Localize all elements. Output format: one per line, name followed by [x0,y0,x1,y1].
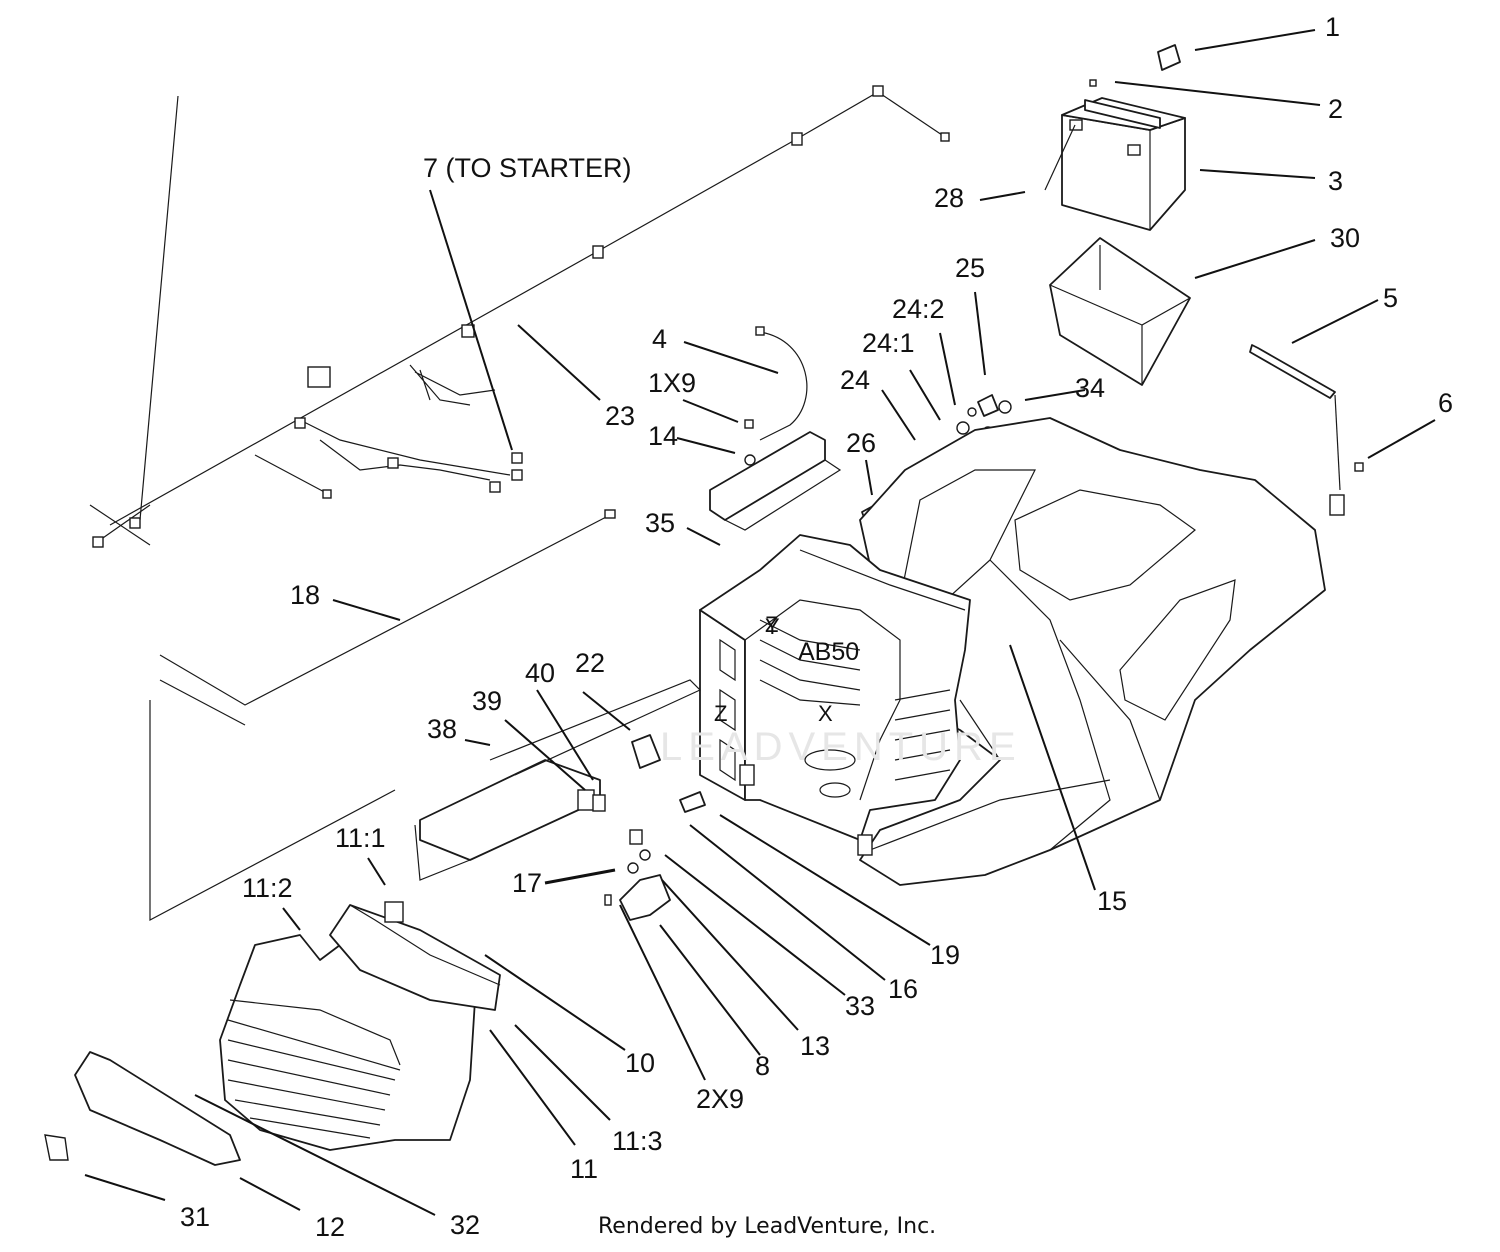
callout-label: 12 [315,1212,346,1242]
wire-harness [89,85,950,548]
relay [631,734,661,769]
callout-label: 19 [930,940,961,970]
callout-label: 1X9 [648,368,697,398]
battery-bolt [1089,79,1097,87]
callout-label: 38 [427,714,458,744]
footer-credit: Rendered by LeadVenture, Inc. [598,1214,937,1239]
callout-label: 31 [180,1202,211,1232]
marking-z-top: Z [765,612,779,637]
callout-label: 3 [1328,166,1344,196]
callout-label: 17 [512,868,543,898]
callout-label: 22 [575,648,606,678]
callout-label: 26 [846,428,877,458]
callout-label: 35 [645,508,676,538]
callout-label: 4 [652,324,668,354]
callout-label: 13 [800,1031,831,1061]
dash-pedestal [699,534,971,856]
callout-label: 24:1 [862,328,915,358]
callout-label: 7 (TO STARTER) [423,153,632,183]
callout-label: 24 [840,365,871,395]
battery [1044,97,1186,231]
callout-label: 8 [755,1051,771,1081]
callout-label: 30 [1330,223,1361,253]
callout-label: 32 [450,1210,481,1240]
callout-label: 14 [648,421,679,451]
hood-bracket [414,679,702,881]
callout-label: 34 [1075,373,1106,403]
callout-label: 11:1 [335,823,386,853]
terminal-cover [1157,44,1181,71]
hood-grille [44,901,501,1166]
callout-label: 23 [605,401,636,431]
callout-label: 40 [525,658,556,688]
callout-label: 10 [625,1048,656,1078]
callout-label: 11:2 [242,873,293,903]
callout-label: 25 [955,253,986,283]
callout-label: 2 [1328,94,1344,124]
callout-label: 24:2 [892,294,945,324]
marking-y: Y [765,614,780,639]
callout-label: 15 [1097,886,1128,916]
callout-label: 33 [845,991,876,1021]
callout-label: 28 [934,183,965,213]
leader-lines [84,29,1436,1216]
callout-label: 2X9 [696,1084,745,1114]
callout-label: 39 [472,686,503,716]
watermark: LEADVENTURE [660,725,1022,769]
fender-pan [859,417,1326,886]
callout-label: 18 [290,580,321,610]
callout-label: 11 [570,1154,599,1184]
callout-label: 5 [1383,283,1399,313]
callout-label: 16 [888,974,919,1004]
callout-label: 11:3 [612,1126,663,1156]
marking-ab50: AB50 [798,638,860,666]
battery-tray [1049,237,1191,386]
marking-z: Z [714,701,728,726]
hold-down-rod [1249,344,1364,516]
callout-label: 6 [1438,388,1454,418]
battery-cable [755,326,808,441]
switch-bracket [709,419,842,531]
starter-cable [149,509,616,921]
solenoid [604,791,706,921]
marking-x: X [818,701,833,726]
callout-label: 1 [1325,12,1341,42]
